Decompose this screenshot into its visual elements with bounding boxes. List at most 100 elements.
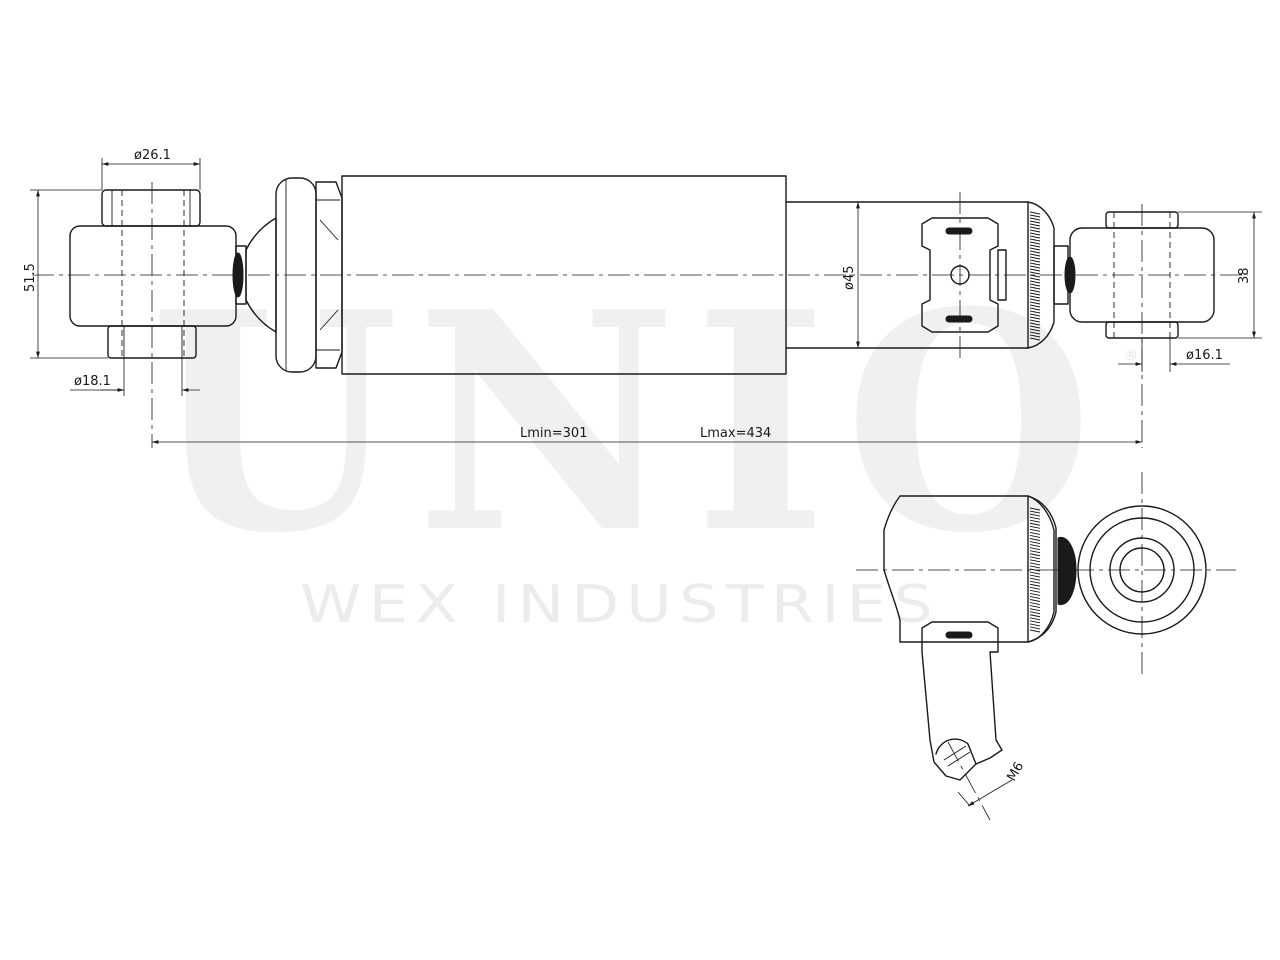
knurl-line: [1029, 602, 1041, 605]
watermark-company: WEX INDUSTRIES: [300, 575, 940, 635]
knurl-line: [1029, 580, 1041, 584]
knurl-line: [1029, 589, 1041, 593]
dimension-top-bore: ø18.1: [70, 358, 200, 396]
knurl-line: [1029, 519, 1041, 523]
knurl-line: [1029, 331, 1041, 335]
knurl-line: [1029, 626, 1041, 630]
dim-length-min-label: Lmin=301: [520, 426, 587, 441]
knurl-line: [1029, 541, 1041, 544]
knurl-line: [1029, 583, 1041, 587]
knurl-line: [1029, 559, 1041, 563]
knurl-line: [1029, 535, 1041, 538]
knurl-line: [1029, 256, 1041, 260]
knurl-line: [1029, 214, 1041, 218]
knurl-line: [1029, 235, 1041, 239]
knurl-line: [1029, 238, 1041, 242]
knurl-line: [1029, 522, 1041, 526]
dimension-overall-length: Lmin=301 Lmax=434: [152, 426, 1142, 444]
watermark: UNIO ® WEX INDUSTRIES: [150, 246, 1138, 635]
knurl-line: [1029, 244, 1041, 248]
knurl-line: [1029, 334, 1041, 338]
watermark-brand: UNIO: [150, 246, 1110, 599]
knurl-line: [1029, 271, 1041, 275]
knurl-line: [1029, 592, 1041, 596]
knurl-line: [1029, 313, 1041, 317]
knurl-line: [1029, 295, 1041, 299]
dim-body-diameter-label: ø45: [842, 266, 857, 291]
knurl-line: [1029, 229, 1041, 233]
knurl-line: [1029, 528, 1041, 532]
knurl-line: [1029, 328, 1041, 332]
top-eye-mount: [69, 182, 247, 448]
knurl-line: [1029, 568, 1041, 572]
side-knurl-pattern: [1029, 507, 1041, 633]
knurl-line: [1029, 620, 1041, 624]
lower-body: [785, 192, 1055, 360]
knurl-line: [1029, 310, 1041, 314]
knurl-line: [1029, 614, 1041, 618]
knurl-line: [1029, 316, 1041, 320]
dimension-body-diameter: ø45: [842, 202, 860, 348]
knurl-line: [1029, 337, 1041, 341]
knurl-line: [1029, 232, 1041, 236]
side-detail-view: M6: [856, 472, 1236, 821]
knurl-line: [1029, 325, 1041, 329]
knurl-line: [1029, 307, 1041, 311]
knurl-line: [1029, 617, 1041, 621]
dim-bottom-bore-label: ø16.1: [1186, 348, 1223, 363]
knurl-line: [1029, 277, 1041, 281]
main-cylinder: [341, 175, 787, 375]
knurl-line: [1029, 220, 1041, 224]
dim-bracket-thread-label: M6: [1004, 760, 1027, 784]
knurl-line: [1029, 301, 1041, 305]
dimension-top-eye-width: ø26.1: [101, 148, 201, 190]
knurl-line: [1029, 586, 1041, 590]
knurl-line: [1029, 247, 1041, 251]
mounting-bracket: [921, 192, 1007, 360]
knurl-line: [1029, 513, 1041, 517]
knurl-pattern: [1029, 211, 1041, 341]
knurl-line: [1029, 623, 1041, 627]
knurl-line: [1029, 268, 1041, 272]
knurl-line: [1029, 283, 1041, 287]
knurl-line: [1029, 525, 1041, 529]
knurl-line: [1029, 259, 1041, 263]
knurl-line: [1029, 280, 1041, 284]
knurl-line: [1029, 226, 1041, 230]
dim-top-eye-width-label: ø26.1: [134, 148, 171, 163]
watermark-registered-mark: ®: [1124, 348, 1138, 364]
knurl-line: [1029, 553, 1041, 557]
knurl-line: [1029, 571, 1041, 575]
knurl-line: [1029, 544, 1041, 548]
knurl-line: [1029, 596, 1041, 599]
dimension-top-mount-height: 51.5: [23, 189, 108, 359]
knurl-line: [1029, 304, 1041, 308]
knurl-line: [1029, 629, 1041, 633]
knurl-line: [1029, 292, 1041, 296]
knurl-line: [1029, 289, 1041, 293]
knurl-line: [1029, 223, 1041, 227]
knurl-line: [1029, 262, 1041, 266]
knurl-line: [1029, 599, 1041, 602]
dim-top-mount-height-label: 51.5: [23, 263, 38, 292]
knurl-line: [1029, 298, 1041, 302]
knurl-line: [1029, 550, 1041, 554]
dim-bottom-mount-height-label: 38: [1237, 267, 1252, 284]
knurl-line: [1029, 319, 1041, 323]
knurl-line: [1029, 322, 1041, 326]
knurl-line: [1029, 265, 1041, 269]
knurl-line: [1029, 565, 1041, 569]
knurl-line: [1029, 577, 1041, 581]
knurl-line: [1029, 605, 1041, 609]
knurl-line: [1029, 211, 1041, 215]
knurl-line: [1029, 274, 1041, 278]
dimension-bottom-bore: ø16.1: [1118, 338, 1230, 372]
knurl-line: [1029, 516, 1041, 520]
knurl-line: [1029, 608, 1041, 612]
knurl-line: [1029, 250, 1041, 254]
dimension-bottom-mount-height: 38: [1178, 211, 1262, 339]
body-end-cap: [245, 177, 343, 373]
knurl-line: [1029, 217, 1041, 221]
knurl-line: [1029, 562, 1041, 566]
knurl-line: [1029, 547, 1041, 551]
